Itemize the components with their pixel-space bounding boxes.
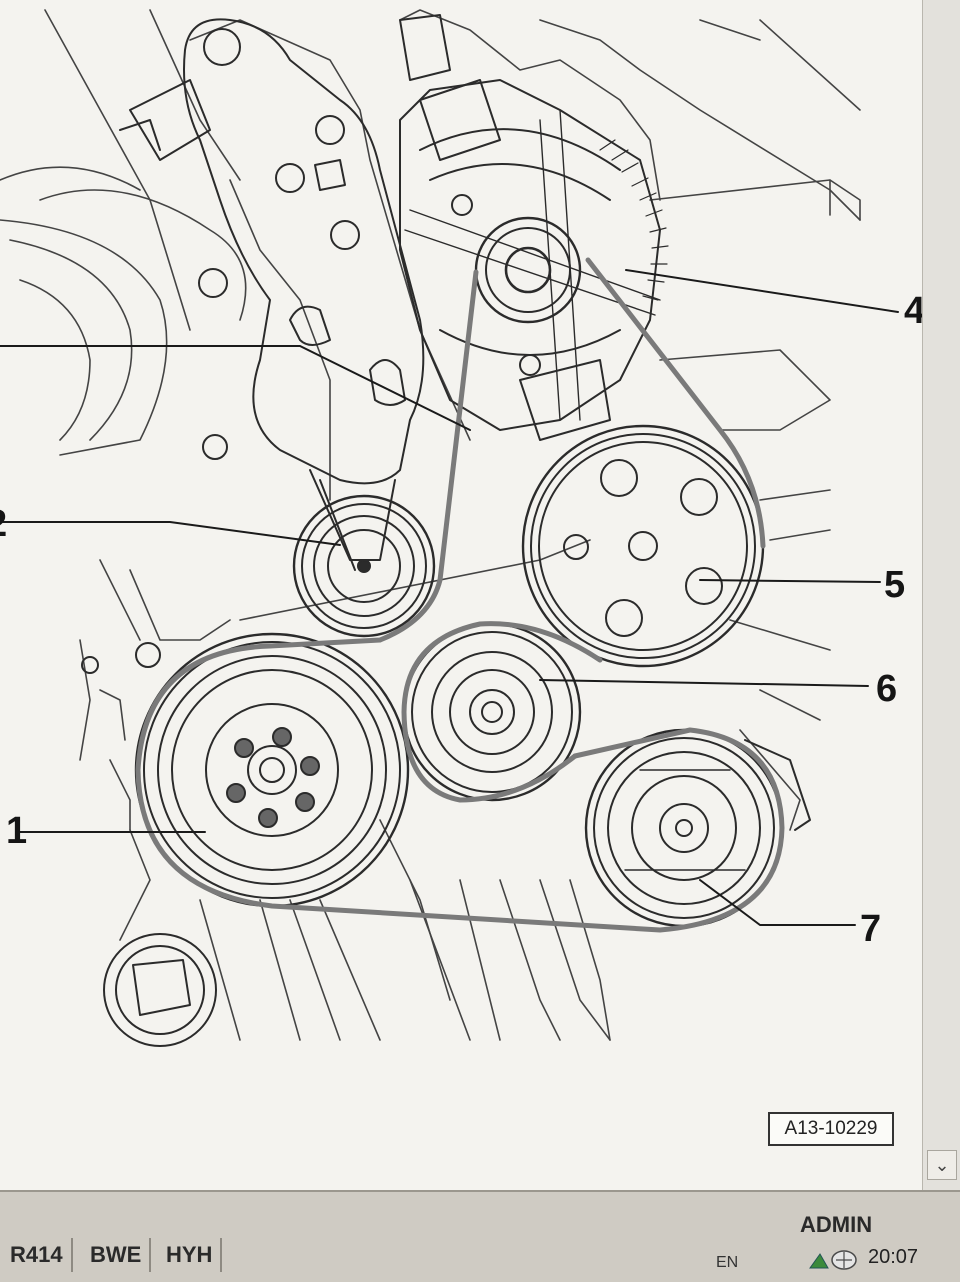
- alternator: [399, 14, 669, 441]
- status-cell-engine-code: BWE: [82, 1238, 152, 1272]
- belt-routing-diagram: [0, 9, 899, 1047]
- chevron-down-icon: ⌄: [934, 1155, 950, 1175]
- idler-pulley: [402, 622, 582, 802]
- callout-1: 1: [6, 810, 28, 852]
- status-bar: R414 BWE HYH ADMIN EN 20:07: [0, 1190, 960, 1282]
- leader-lines: [0, 269, 899, 926]
- callout-6: 6: [876, 668, 898, 710]
- callout-4: 4: [904, 290, 926, 332]
- network-tray-icon[interactable]: [806, 1244, 860, 1272]
- ac-compressor-pulley: [584, 728, 811, 928]
- status-cell-gearbox-code: HYH: [158, 1238, 223, 1272]
- scroll-down-button[interactable]: ⌄: [927, 1150, 957, 1180]
- callout-5: 5: [884, 564, 906, 606]
- callout-7: 7: [860, 908, 882, 950]
- engine-outline: [0, 9, 861, 1041]
- tensioner-bracket: [119, 18, 425, 571]
- vertical-scrollbar[interactable]: ⌄: [922, 0, 960, 1190]
- logged-in-user: ADMIN: [800, 1212, 873, 1237]
- drive-belt: [135, 257, 785, 933]
- drawing-reference-number: A13-10229: [768, 1112, 894, 1146]
- input-language[interactable]: EN: [716, 1254, 739, 1271]
- status-cell-vehicle-code: R414: [2, 1238, 73, 1272]
- oil-pump-cover: [81, 642, 217, 1047]
- callout-2: 2: [0, 503, 7, 546]
- tensioner-pulley: [292, 494, 436, 638]
- document-pane: 4 2 5 6 1 7 A13-10229: [0, 0, 926, 1190]
- system-clock: 20:07: [868, 1246, 919, 1268]
- power-steering-pulley: [521, 424, 765, 668]
